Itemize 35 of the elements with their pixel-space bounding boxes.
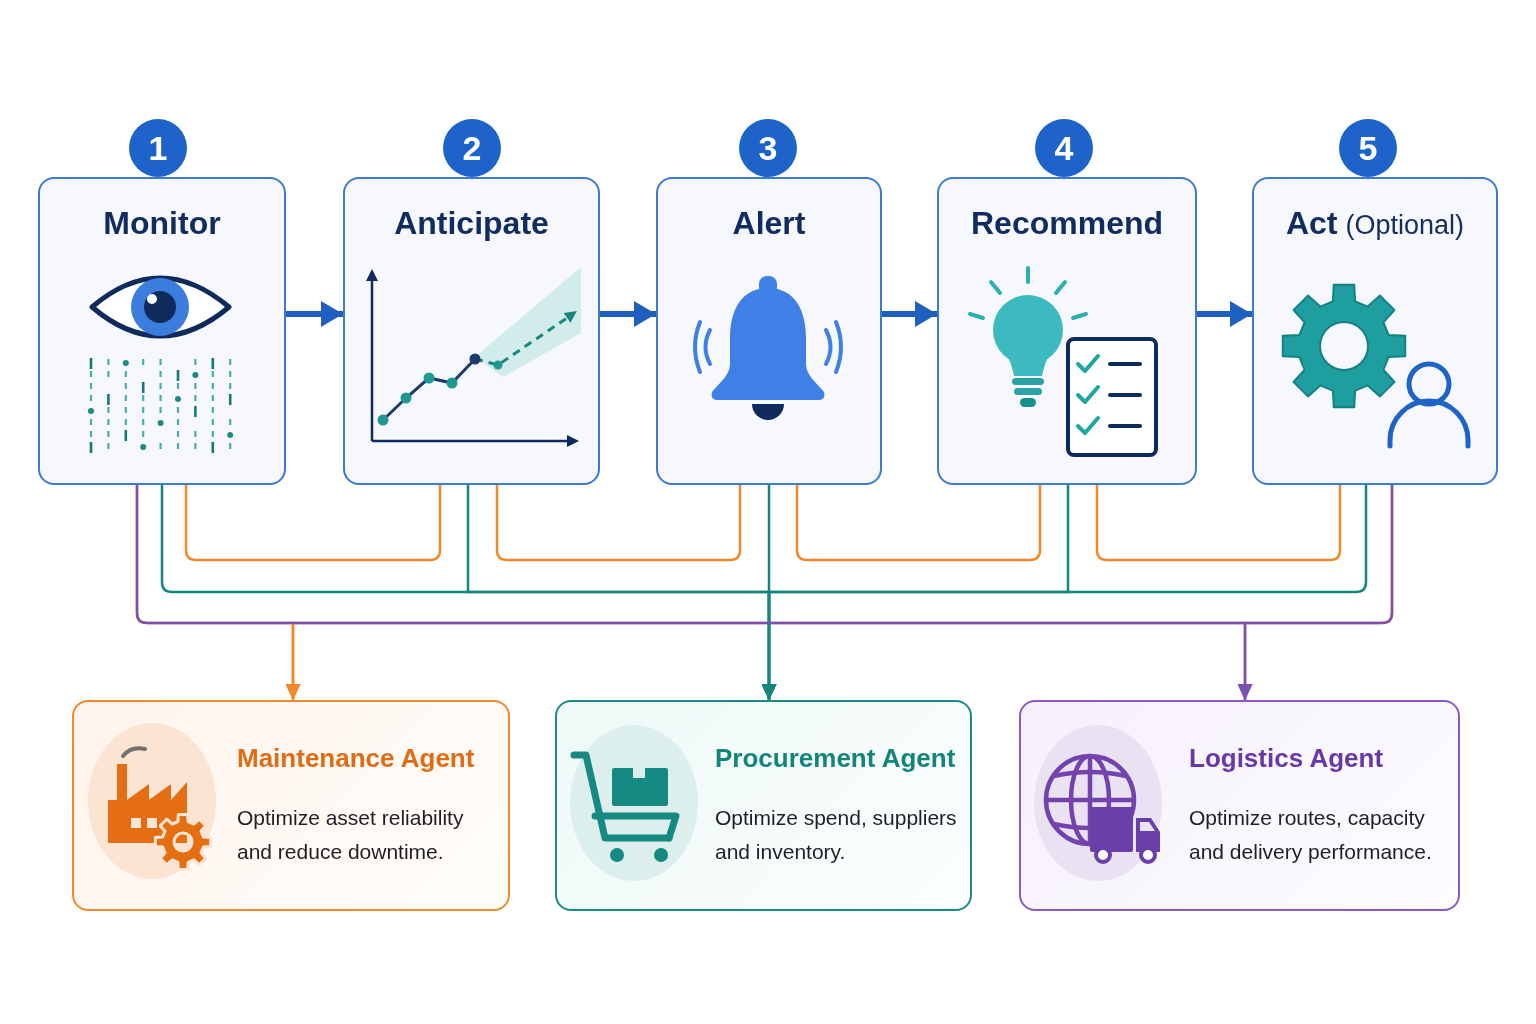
step-number: 5 [1339,119,1397,177]
step-title: Monitor [103,205,221,241]
step-card [937,177,1197,485]
connector-line [1095,485,1342,562]
step-title: Recommend [970,205,1163,241]
step-number: 2 [443,119,501,177]
step-title: Act [1285,205,1338,241]
arrow [761,485,1368,700]
step-number: 4 [1035,119,1093,177]
step-card [38,177,286,485]
connector-line [795,485,1042,562]
agent-card [72,700,510,911]
step-card [656,177,882,485]
agent-card [1019,700,1460,911]
step-number: 3 [739,119,797,177]
agent-description: Optimize asset reliability and reduce downtime. [237,805,465,865]
connector-line [184,485,442,562]
step-title: Anticipate [394,205,549,241]
agent-title: Logistics Agent [1189,742,1384,774]
step-qualifier: (Optional) [1345,210,1465,240]
connector-line [495,485,742,562]
arrow [600,301,656,327]
arrow [1197,301,1252,327]
step-number: 1 [129,119,187,177]
agent-description: Optimize routes, capacity and delivery performance. [1189,805,1433,865]
agent-card [555,700,972,911]
step-card [343,177,600,485]
arrow [882,301,937,327]
agent-title: Procurement Agent [715,742,956,774]
agent-title: Maintenance Agent [237,742,475,774]
agent-description: Optimize spend, suppliers and inventory. [715,805,958,865]
step-title: Alert [732,205,806,241]
arrow [1237,485,1394,700]
step-card [1252,177,1498,485]
arrow [286,301,343,327]
